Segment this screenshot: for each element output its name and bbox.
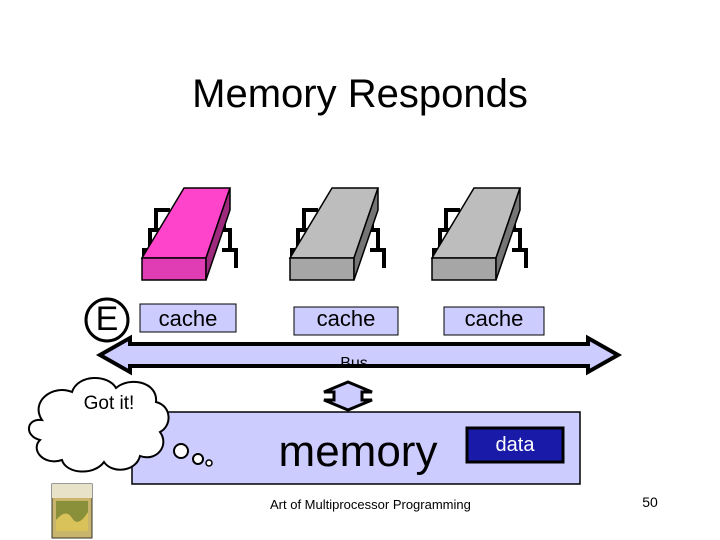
bubble-label: Got it! [83,393,135,414]
cache-label-2: cache [316,306,376,331]
book-cover-icon [51,483,93,539]
thought-bubble-icon [28,376,213,473]
cache-box-1 [139,303,237,333]
cache-label-1: cache [158,306,218,331]
cache-box-3 [443,306,545,336]
bus-memory-arrow [323,380,373,412]
page-number: 50 [642,494,658,510]
state-label: E [95,300,119,338]
chip-icon [288,187,386,281]
data-label: data [495,434,535,456]
bus-label: Bus [340,355,368,372]
footer-text: Art of Multiprocessor Programming [270,497,471,512]
bus-arrow [95,334,623,376]
memory-label: memory [278,427,438,476]
state-circle [84,297,130,343]
cache-label-3: cache [464,306,524,331]
slide-title: Memory Responds [192,72,528,116]
chip-icon [430,187,528,281]
cache-box-2 [293,306,399,336]
chip-icon [140,187,238,281]
data-box [465,426,565,464]
